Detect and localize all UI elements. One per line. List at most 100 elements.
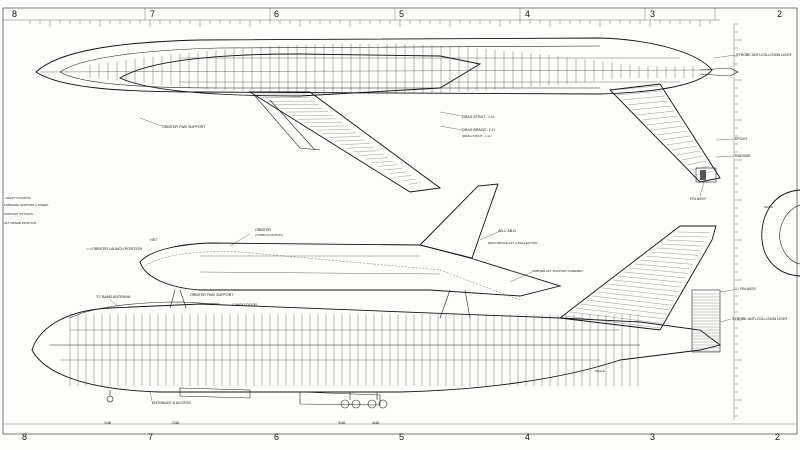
top-zone-ticks: [144, 8, 716, 20]
wing-rib: [390, 171, 407, 174]
margin-note-3: SUPPORT FITTINGS: [4, 212, 33, 216]
callout-orbiter: ORBITER: [255, 228, 271, 232]
tail-rib: [581, 303, 668, 315]
zone-top-2: 2: [777, 9, 782, 19]
bottom-ref-3: 3/48: [338, 421, 345, 425]
tail-rib: [640, 259, 694, 265]
tail-rib: [623, 271, 687, 279]
wing-rib: [298, 118, 338, 120]
zone-top-3: 3: [650, 9, 655, 19]
plan-fuselage-outline: [35, 37, 713, 95]
side-orbiter-tail: [419, 183, 499, 259]
zone-top-5: 5: [399, 9, 404, 19]
tail-rib: [666, 239, 705, 242]
callout-orbiter-sub: (TURBO POSITION): [255, 233, 283, 237]
callout-scale-note: SCALE: [595, 369, 605, 373]
stab-rib: [631, 105, 671, 111]
landing-gear: [106, 390, 388, 409]
bottom-ref-4: 4/48: [372, 421, 379, 425]
zone-bottom-6: 6: [274, 432, 279, 442]
stab-rib: [621, 95, 665, 101]
wing-rib: [402, 178, 416, 181]
zone-top-4: 4: [525, 9, 530, 19]
tail-rib: [661, 243, 703, 247]
wing-rib: [396, 175, 412, 178]
side-view: ORBITER (TURBO POSITION) ORBITER LAUNCH …: [31, 183, 789, 425]
side-orbiter-outline: [139, 242, 562, 297]
zone-top-8: 8: [12, 9, 17, 19]
section-detail-right: SEC-A: [761, 189, 800, 277]
tail-rib: [613, 279, 682, 288]
zone-bottom-8: 8: [22, 432, 27, 442]
callout-entrance: ENTRANCE & ACCESS: [152, 401, 191, 405]
wing-rib: [316, 129, 352, 131]
plan-frame-lines: [89, 43, 694, 95]
station-ruler-top: [29, 20, 711, 27]
callout-orbiter-aft-support: ORBITER AFT SUPPORT ASSEMBLY: [532, 269, 583, 273]
plan-view: STROBE ANTI-COLLISION LIGHT ORBITER FWD …: [35, 37, 793, 201]
zone-bottom-7: 7: [148, 432, 153, 442]
plan-left-wing: [248, 91, 442, 193]
callout-ab-cab-assy: AB-C AB-D: [498, 229, 516, 233]
tail-rib: [629, 267, 689, 274]
stab-rib: [681, 155, 704, 161]
wing-rib: [310, 125, 347, 127]
wing-rib: [378, 164, 398, 167]
stab-rib: [661, 135, 691, 141]
wing-rib: [304, 122, 342, 124]
callout-cargo-door: CARGO DOOR: [232, 303, 257, 307]
callout-orbiter-fwd-support: ORBITER FWD SUPPORT: [162, 125, 206, 129]
wing-rib: [334, 139, 366, 142]
margin-note-4: AFT FRAME POSITION: [4, 221, 36, 225]
bottom-ref-1: 1/48: [104, 421, 111, 425]
stab-rib: [611, 85, 659, 91]
tail-rib: [586, 299, 670, 310]
wing-rib: [384, 168, 402, 171]
callout-drag-brace-side: DRAG BRACE-AFT & DEFLECTION: [488, 241, 537, 245]
side-frame-lines: [69, 314, 639, 386]
tail-rib: [650, 251, 698, 256]
callout-drag-brace: DRAG BRACE - L.H.: [462, 128, 496, 132]
stab-rib: [656, 130, 688, 136]
bottom-zone-numbers: 8 7 6 5 4 3 2: [22, 432, 780, 442]
section-detail-label: SEC-A: [764, 205, 773, 209]
wing-rib: [359, 154, 384, 156]
callout-strobe-light: STROBE ANTI-COLLISION LIGHT: [736, 53, 793, 57]
callout-strobe-side: STROBE ANTI-COLLISION LIGHT: [732, 317, 789, 321]
left-margin-notes: - ADAPT POSITION FORWARD SUPPORT (LOWER)…: [4, 196, 48, 225]
stab-rib: [646, 120, 681, 126]
wing-rib: [328, 136, 361, 138]
tail-rib: [672, 235, 708, 238]
tail-rib: [564, 315, 661, 329]
stab-rib: [636, 110, 675, 116]
tail-rib: [618, 275, 684, 283]
side-fuselage-outline: [31, 303, 722, 393]
tail-rib: [634, 263, 691, 270]
stab-rib: [676, 150, 700, 156]
wing-rib: [371, 161, 393, 163]
callout-epoxy: EPOXY: [735, 137, 748, 141]
plan-orbiter-outline: [119, 53, 482, 97]
tail-rib: [575, 307, 665, 320]
callout-orbiter-launch-position: ORBITER LAUNCH POSITION: [92, 247, 142, 251]
callout-orbiter-fwd-support-side: ORBITER FWD SUPPORT: [190, 293, 234, 297]
callout-hst: HST: [150, 238, 158, 242]
callout-radome: RADOME: [735, 154, 751, 158]
wing-rib: [365, 157, 389, 160]
top-zone-numbers: 8 7 6 5 4 3 2: [12, 9, 782, 19]
tail-rib: [656, 247, 701, 251]
stab-rib: [641, 115, 678, 121]
margin-note-2: FORWARD SUPPORT (LOWER): [4, 203, 48, 207]
zone-top-6: 6: [274, 9, 279, 19]
station-ruler-right: [733, 23, 742, 420]
tail-rib: [591, 295, 672, 306]
tail-rib: [597, 291, 675, 301]
callout-antenna: "D" BAND ANTENNA: [96, 295, 131, 299]
zone-bottom-4: 4: [525, 432, 530, 442]
zone-top-7: 7: [150, 9, 155, 19]
stab-rib: [666, 140, 694, 146]
plan-horizontal-stabilizer: [609, 83, 721, 183]
wing-rib: [341, 143, 370, 145]
